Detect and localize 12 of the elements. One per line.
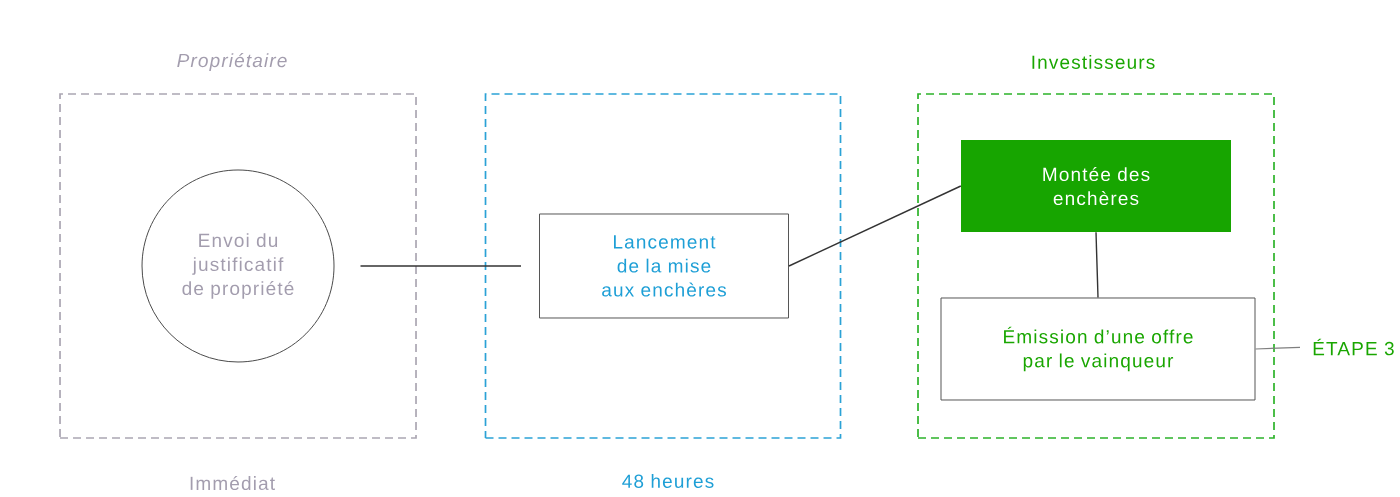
duration-label: Immédiat: [190, 475, 275, 491]
step-box: Montée des enchères: [961, 140, 1231, 232]
step-label: ÉTAPE 3: [1313, 338, 1394, 356]
duration-label: 48 heures: [622, 474, 714, 488]
connector-line: [1095, 231, 1099, 299]
column-heading: Investisseurs: [1032, 55, 1155, 69]
connector-line: [359, 265, 522, 267]
connector-line: [1254, 346, 1301, 350]
step-box: Émission d’une offre par le vainqueur: [940, 297, 1256, 401]
connector-line: [788, 185, 962, 267]
column-heading: Propriétaire: [177, 53, 287, 71]
step-box: Lancement de la mise aux enchères: [539, 213, 789, 319]
